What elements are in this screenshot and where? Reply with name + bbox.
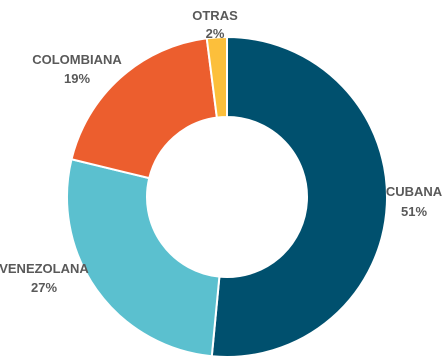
slice-category-label-venezolana: VENEZOLANA: [0, 261, 89, 276]
donut-slice-cubana: [210, 35, 388, 357]
slice-category-label-otras: OTRAS: [192, 8, 238, 23]
donut-slice-venezolana: [66, 158, 221, 357]
slice-value-label-cubana: 51%: [401, 204, 427, 219]
slice-value-label-colombiana: 19%: [64, 71, 90, 86]
slice-value-label-otras: 2%: [206, 26, 225, 41]
slice-category-label-colombiana: COLOMBIANA: [32, 52, 122, 67]
slice-category-label-cubana: CUBANA: [386, 184, 443, 199]
slice-value-label-venezolana: 27%: [31, 280, 57, 295]
donut-slice-colombiana: [70, 37, 218, 180]
donut-slice-otras: [205, 35, 228, 119]
